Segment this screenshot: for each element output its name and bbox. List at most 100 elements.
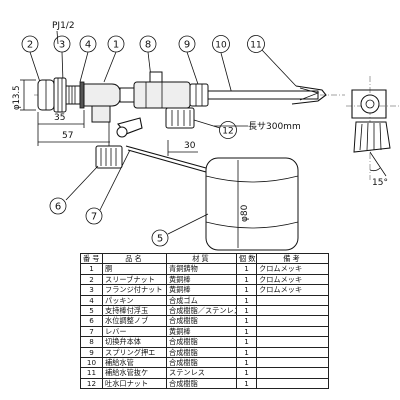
- svg-text:35: 35: [54, 113, 65, 123]
- part-note: [256, 325, 329, 338]
- part-quantity: 1: [236, 294, 257, 307]
- callout-10: 10: [212, 35, 233, 95]
- svg-text:1: 1: [113, 40, 119, 51]
- part-name: フランジ付ナット: [102, 284, 167, 296]
- header-quantity: 個数: [236, 252, 257, 265]
- header-name: 品名: [102, 252, 167, 265]
- part-number: 7: [80, 325, 103, 338]
- part-material: 合成樹脂: [166, 377, 237, 390]
- part-number: 6: [80, 315, 103, 327]
- part-quantity: 1: [236, 284, 257, 296]
- part-name: 水位調整ノブ: [102, 315, 167, 327]
- part-note: [256, 336, 329, 348]
- svg-text:φ13.5: φ13.5: [12, 85, 22, 110]
- part-quantity: 1: [236, 315, 257, 327]
- svg-text:12: 12: [222, 127, 233, 137]
- part-quantity: 1: [236, 346, 257, 359]
- part-note: [256, 357, 329, 369]
- callout-12: 12: [193, 119, 237, 139]
- valve-assembly: [34, 71, 345, 251]
- part-quantity: 1: [236, 325, 257, 338]
- part-note: [256, 305, 329, 317]
- part-note: [256, 377, 329, 390]
- part-name: 胴: [102, 263, 167, 275]
- svg-text:8: 8: [145, 40, 151, 51]
- svg-text:9: 9: [184, 40, 190, 51]
- header-material: 材質: [166, 252, 237, 265]
- part-material: 合成樹脂／ステンレス: [166, 305, 237, 317]
- dimension-35: 35: [37, 110, 85, 128]
- part-quantity: 1: [236, 336, 257, 348]
- dimension-diameter: φ13.5: [12, 79, 36, 111]
- part-number: 5: [80, 305, 103, 317]
- part-name: 補給水管抜ケ: [102, 367, 167, 379]
- header-number: 番号: [80, 252, 103, 265]
- part-number: 11: [80, 367, 103, 379]
- part-name: 支持棒付浮玉: [102, 305, 167, 317]
- part-number: 2: [80, 273, 103, 286]
- part-name: 切換弁本体: [102, 336, 167, 348]
- callout-4: 4: [79, 35, 97, 83]
- dimension-57: 57: [37, 128, 110, 146]
- part-material: 青銅鋳物: [166, 263, 237, 275]
- part-number: 8: [80, 336, 103, 348]
- callout-7: 7: [85, 149, 131, 225]
- part-material: 黄銅棒: [166, 325, 237, 338]
- dimension-float: φ80: [237, 160, 250, 248]
- callout-3: 3: [53, 35, 71, 83]
- part-material: 合成ゴム: [166, 294, 237, 307]
- table-header-row: 番号 品名 材質 個数 備考: [80, 252, 329, 265]
- part-name: 吐水口ナット: [102, 377, 167, 390]
- thread-label: PJ1/2: [52, 21, 75, 31]
- svg-text:15°: 15°: [372, 178, 388, 188]
- callout-11: 11: [247, 35, 297, 87]
- part-number: 1: [80, 263, 103, 275]
- part-quantity: 1: [236, 305, 257, 317]
- part-material: 合成樹脂: [166, 315, 237, 327]
- part-note: [256, 294, 329, 307]
- svg-text:57: 57: [62, 131, 73, 141]
- svg-text:11: 11: [250, 41, 261, 51]
- svg-text:4: 4: [85, 40, 91, 51]
- svg-text:3: 3: [59, 40, 65, 51]
- part-material: 黄銅棒: [166, 284, 237, 296]
- svg-text:6: 6: [55, 202, 61, 213]
- header-note: 備考: [256, 252, 329, 265]
- side-view: 15°: [346, 76, 400, 188]
- part-quantity: 1: [236, 273, 257, 286]
- part-number: 10: [80, 357, 103, 369]
- svg-text:2: 2: [27, 40, 33, 51]
- part-note: クロムメッキ: [256, 263, 329, 275]
- part-material: 合成樹脂: [166, 336, 237, 348]
- dimension-length: 長サ300mm: [214, 121, 301, 132]
- callout-5: 5: [151, 213, 209, 247]
- callout-1: 1: [103, 35, 125, 83]
- part-note: クロムメッキ: [256, 273, 329, 286]
- svg-text:30: 30: [184, 141, 196, 151]
- part-material: 黄銅棒: [166, 273, 237, 286]
- part-number: 9: [80, 346, 103, 359]
- part-name: スプリング押エ: [102, 346, 167, 359]
- part-name: パッキン: [102, 294, 167, 307]
- callout-6: 6: [49, 165, 99, 215]
- part-number: 4: [80, 294, 103, 307]
- part-material: 合成樹脂: [166, 357, 237, 369]
- svg-text:10: 10: [215, 41, 227, 51]
- part-note: [256, 367, 329, 379]
- part-quantity: 1: [236, 263, 257, 275]
- part-note: [256, 315, 329, 327]
- part-quantity: 1: [236, 377, 257, 390]
- svg-text:φ80: φ80: [240, 204, 250, 222]
- part-name: スリーブナット: [102, 273, 167, 286]
- part-quantity: 1: [236, 357, 257, 369]
- part-note: クロムメッキ: [256, 284, 329, 296]
